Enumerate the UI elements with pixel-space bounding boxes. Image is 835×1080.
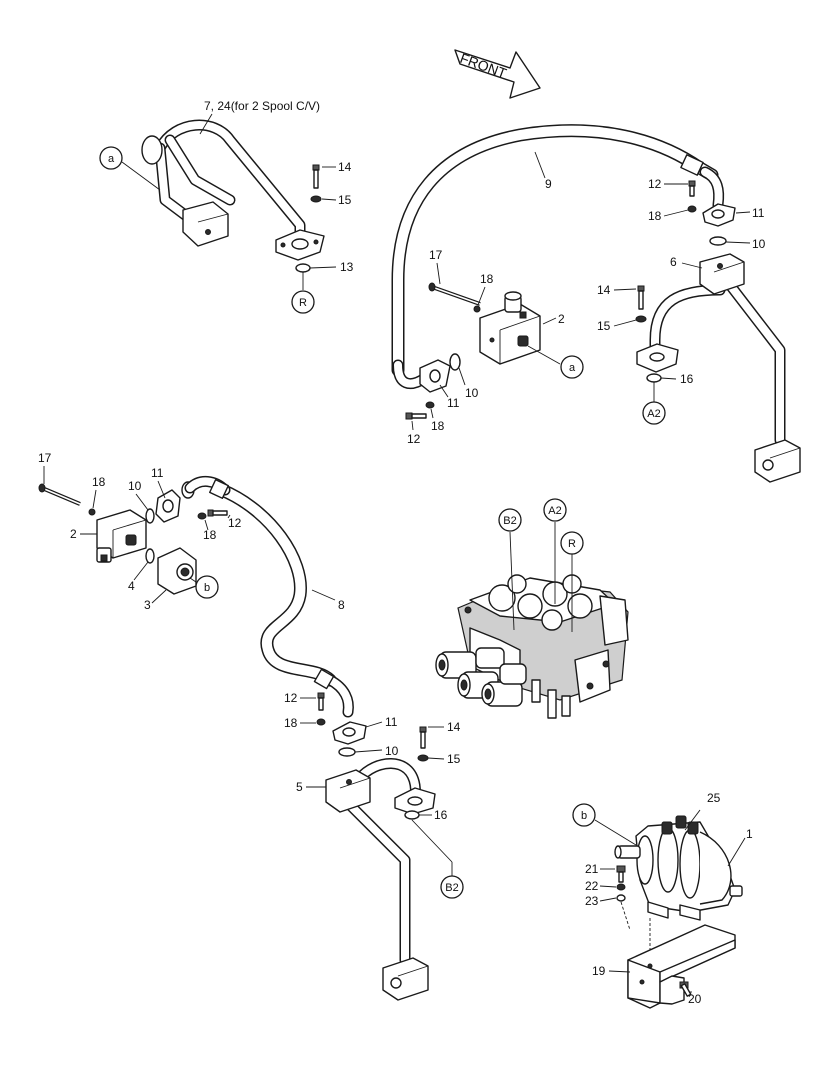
part-label-5: 5: [296, 780, 303, 794]
part-label-12: 12: [284, 691, 298, 705]
svg-text:a: a: [569, 362, 576, 374]
block-5: [325, 769, 371, 813]
part-label-11: 11: [447, 396, 460, 410]
part-label-13: 13: [340, 260, 354, 274]
part-label-17: 17: [38, 451, 52, 465]
part-label-10: 10: [385, 744, 399, 758]
part-label-18: 18: [648, 209, 662, 223]
part-label-8: 8: [338, 598, 345, 612]
svg-text:B2: B2: [503, 515, 516, 527]
svg-text:R: R: [299, 297, 307, 309]
svg-text:a: a: [108, 153, 115, 165]
fitting-top-right: [687, 180, 736, 246]
part-label-18: 18: [92, 475, 106, 489]
part-label-4: 4: [128, 579, 135, 593]
part-label-17: 17: [429, 248, 443, 262]
svg-text:R: R: [568, 538, 576, 550]
part-label-11: 11: [752, 206, 765, 220]
part-label-12: 12: [228, 516, 242, 530]
block-end-right: [754, 439, 801, 483]
svg-text:b: b: [204, 582, 210, 594]
bolt-14-lower: [417, 726, 429, 762]
part-label-15: 15: [338, 193, 352, 207]
tag-R-cv: R: [560, 531, 584, 555]
block-end-bottom: [382, 957, 429, 1001]
pump-1: [614, 815, 743, 921]
part-label-22: 22: [585, 879, 599, 893]
part-label-2: 2: [558, 312, 565, 326]
fitting-upper-center: [405, 353, 461, 420]
part-label-14: 14: [447, 720, 461, 734]
hose-8: [184, 476, 354, 718]
adapter-3: [157, 547, 197, 595]
tube-assembly-6: [636, 253, 801, 483]
bolt-17-lower: [38, 483, 96, 516]
tag-B2-bottom: B2: [440, 875, 464, 899]
tag-b-left: b: [189, 575, 219, 599]
part-label-18: 18: [284, 716, 298, 730]
tag-A2-right: A2: [642, 401, 666, 425]
part-label-6: 6: [670, 255, 677, 269]
tube-assembly-7: [141, 119, 325, 261]
part-label-14: 14: [338, 160, 352, 174]
part-label-15: 15: [597, 319, 611, 333]
part-label-16: 16: [680, 372, 694, 386]
tag-b-pump: b: [572, 803, 637, 846]
part-label-25: 25: [707, 791, 721, 805]
part-label-3: 3: [144, 598, 151, 612]
part-label-10: 10: [128, 479, 142, 493]
valve-2-upper: [479, 291, 541, 365]
front-arrow: FRONT: [454, 49, 541, 99]
svg-text:b: b: [581, 810, 587, 822]
part-label-16: 16: [434, 808, 448, 822]
tag-R-top: R: [291, 290, 315, 314]
bracket-19: [627, 924, 736, 1009]
bolt-21: [616, 865, 626, 902]
svg-text:B2: B2: [445, 882, 458, 894]
part-label-10: 10: [752, 237, 766, 251]
bolt-14-top-left: [310, 164, 322, 203]
tag-a-valve: a: [560, 355, 584, 379]
tube-note-label: 7, 24(for 2 Spool C/V): [204, 99, 320, 113]
part-label-21: 21: [585, 862, 599, 876]
tag-a-top: a: [99, 146, 161, 191]
part-label-12: 12: [407, 432, 421, 446]
tube-block: [182, 201, 229, 247]
block-6: [699, 253, 745, 295]
tag-B2-cv: B2: [498, 508, 522, 532]
part-label-18: 18: [431, 419, 445, 433]
part-label-11: 11: [151, 466, 164, 480]
bolt-17-upper: [428, 282, 481, 313]
front-arrow-label: FRONT: [458, 50, 509, 82]
part-label-23: 23: [585, 894, 599, 908]
part-label-20: 20: [688, 992, 702, 1006]
tube-assembly-5: [325, 758, 436, 1001]
part-label-12: 12: [648, 177, 662, 191]
tag-A2-cv: A2: [543, 498, 567, 522]
part-label-18: 18: [480, 272, 494, 286]
part-label-2: 2: [70, 527, 77, 541]
part-label-1: 1: [746, 827, 753, 841]
part-label-11: 11: [385, 715, 398, 729]
valve-2-lower: [96, 509, 147, 563]
part-label-19: 19: [592, 964, 606, 978]
svg-text:A2: A2: [548, 505, 561, 517]
part-label-9: 9: [545, 177, 552, 191]
svg-text:A2: A2: [647, 408, 660, 420]
control-valve: [435, 574, 629, 719]
part-label-18: 18: [203, 528, 217, 542]
bolt-14-right: [635, 285, 647, 323]
part-label-15: 15: [447, 752, 461, 766]
part-label-10: 10: [465, 386, 479, 400]
part-label-14: 14: [597, 283, 611, 297]
fitting-lower-center: [316, 692, 367, 757]
